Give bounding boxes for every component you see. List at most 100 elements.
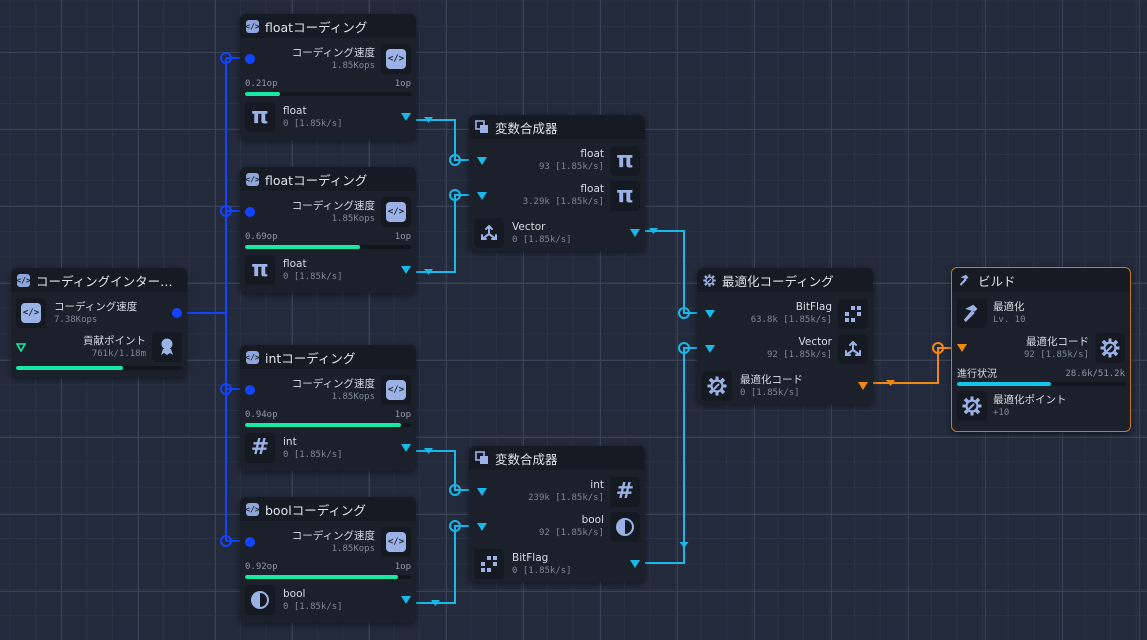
- output-port[interactable]: [401, 113, 411, 121]
- pi-icon: π: [251, 104, 269, 129]
- junction[interactable]: [678, 307, 690, 319]
- half-circle-icon: [251, 591, 269, 609]
- input-port[interactable]: [957, 344, 967, 352]
- junction[interactable]: [220, 383, 232, 395]
- junction[interactable]: [449, 154, 461, 166]
- node-header[interactable]: </>intコーディング: [240, 345, 416, 369]
- code-icon: </>: [386, 202, 406, 222]
- speed-label: コーディング速度: [291, 377, 375, 390]
- junction[interactable]: [220, 205, 232, 217]
- node-header[interactable]: </>floatコーディング: [240, 167, 416, 191]
- code-icon: </>: [386, 49, 406, 69]
- input-label: int: [590, 479, 604, 491]
- node-title: floatコーディング: [265, 19, 368, 35]
- bitflag-icon: [481, 556, 497, 572]
- award-icon-box: [152, 332, 182, 362]
- node-header[interactable]: ビルド: [952, 268, 1130, 292]
- hammer-icon-box[interactable]: [957, 298, 987, 328]
- input-port[interactable]: [245, 537, 255, 547]
- junction[interactable]: [220, 52, 232, 64]
- junction[interactable]: [449, 484, 461, 496]
- blue-wires: [183, 52, 248, 547]
- node-header[interactable]: </> floatコーディング: [240, 14, 416, 38]
- coding-progress-bar: [245, 575, 411, 579]
- output-label: float: [283, 104, 307, 117]
- node-coding-interface[interactable]: </> コーディングインター… </> コーディング速度 7.38Kops 貢献…: [11, 268, 187, 377]
- input-port[interactable]: [477, 487, 487, 496]
- input-port[interactable]: [477, 191, 487, 200]
- output-port[interactable]: [401, 596, 411, 604]
- junction[interactable]: [220, 535, 232, 547]
- output-label: float: [283, 257, 307, 270]
- progress-fill: [245, 92, 280, 96]
- node-header[interactable]: 変数合成器: [469, 115, 645, 139]
- input-port[interactable]: [245, 385, 255, 395]
- node-title: floatコーディング: [265, 172, 368, 188]
- node-title: intコーディング: [265, 350, 356, 366]
- node-header[interactable]: 変数合成器: [469, 446, 645, 470]
- output-port[interactable]: [172, 308, 182, 318]
- build-progress-bar: [957, 382, 1125, 386]
- input-port[interactable]: [245, 54, 255, 64]
- node-title: 変数合成器: [495, 120, 558, 136]
- input-label: float: [580, 183, 604, 195]
- output-port[interactable]: [401, 266, 411, 274]
- gear-wrench-icon: [703, 273, 716, 287]
- layers-icon: [475, 120, 488, 133]
- input-port[interactable]: [245, 207, 255, 217]
- output-port[interactable]: [630, 560, 640, 568]
- speed-label: コーディング速度: [291, 46, 375, 59]
- input-port[interactable]: [705, 344, 715, 353]
- bitflag-icon: [845, 305, 861, 322]
- output-port[interactable]: [630, 229, 640, 237]
- node-header[interactable]: 最適化コーディング: [697, 268, 873, 292]
- wire-float2-synth1: [415, 194, 472, 273]
- speed-label: コーディング速度: [291, 529, 375, 542]
- node-title: 最適化コーディング: [722, 273, 834, 289]
- flow-arrow: [431, 600, 440, 606]
- coding-progress-bar: [245, 245, 411, 249]
- input-value: 63.8k [1.85k/s]: [750, 315, 832, 325]
- output-port[interactable]: [858, 382, 868, 390]
- output-icon-box: π: [245, 102, 275, 132]
- code-icon-box: </>: [381, 527, 411, 557]
- node-build[interactable]: ビルド 最適化 Lv. 10 最適化コード 92 [1.85k/s] 進行状況 …: [951, 267, 1131, 432]
- output-port[interactable]: [401, 444, 411, 452]
- upgrade-level: Lv. 10: [993, 314, 1026, 325]
- output-icon-box: #: [245, 433, 275, 463]
- input-value: 92 [1.85k/s]: [766, 350, 832, 360]
- input-port-triangle-icon[interactable]: [16, 342, 26, 352]
- input-port[interactable]: [477, 156, 487, 165]
- junction[interactable]: [449, 189, 461, 201]
- vector-icon: [481, 224, 497, 240]
- junction[interactable]: [932, 342, 944, 354]
- progress-max: 1op: [394, 232, 411, 242]
- input-port[interactable]: [477, 522, 487, 531]
- hash-icon: #: [615, 478, 635, 504]
- gear-wrench-icon-box: [957, 391, 987, 421]
- code-icon: </>: [245, 502, 260, 516]
- code-icon: </>: [386, 532, 406, 552]
- junction[interactable]: [449, 520, 461, 532]
- junction[interactable]: [678, 342, 690, 354]
- speed-value: 1.85Kops: [331, 391, 375, 402]
- input-port[interactable]: [705, 309, 715, 318]
- output-icon-box: [702, 371, 732, 401]
- flow-arrow: [424, 269, 433, 275]
- gear-wrench-icon: [707, 376, 727, 396]
- progress-max: 1op: [394, 410, 411, 420]
- input-icon-box: π: [610, 180, 640, 211]
- node-header[interactable]: </> コーディングインター…: [11, 268, 187, 292]
- award-icon: [161, 338, 173, 355]
- node-header[interactable]: </>boolコーディング: [240, 497, 416, 521]
- output-label: BitFlag: [512, 551, 549, 564]
- code-icon: </>: [245, 19, 260, 33]
- points-value: +10: [993, 407, 1010, 418]
